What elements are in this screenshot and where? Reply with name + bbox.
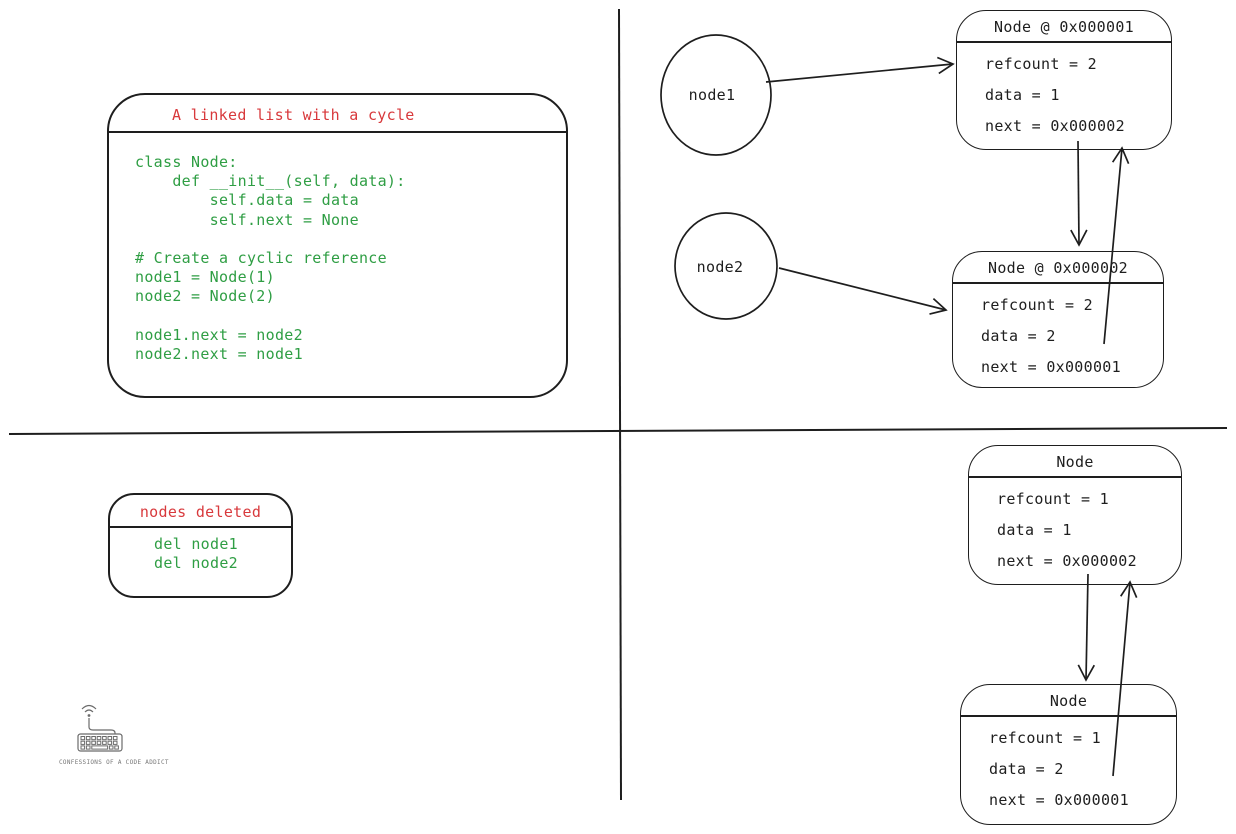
deleted-card: nodes deleted del node1 del node2 — [108, 493, 293, 598]
code-line: class Node: — [135, 153, 238, 171]
next-field: next = 0x000001 — [981, 358, 1121, 376]
data-field: data = 1 — [997, 521, 1072, 539]
data-field: data = 2 — [981, 327, 1056, 345]
code-line — [135, 230, 566, 249]
heap-node-fields: refcount = 2 data = 1 next = 0x000002 — [957, 43, 1171, 135]
node1-label: node1 — [688, 86, 736, 104]
node2-label: node2 — [696, 258, 744, 276]
code-line: self.next = None — [135, 210, 359, 229]
heap-node-title: Node @ 0x000001 — [957, 11, 1171, 43]
refcount-field: refcount = 1 — [989, 729, 1101, 747]
vertical-divider — [618, 8, 622, 801]
heap-node-fields: refcount = 2 data = 2 next = 0x000001 — [953, 284, 1163, 376]
arrow-node1-to-heap1 — [765, 56, 955, 83]
code-line: node1.next = node2 — [135, 325, 303, 344]
code-card: A linked list with a cycle class Node: d… — [107, 93, 568, 398]
del-line: del node2 — [154, 554, 238, 573]
refcount-field: refcount = 2 — [981, 296, 1093, 314]
code-line: # Create a cyclic reference — [135, 248, 387, 267]
refcount-field: refcount = 2 — [985, 55, 1097, 73]
next-field: next = 0x000002 — [997, 552, 1137, 570]
heap-node-title: Node @ 0x000002 — [953, 252, 1163, 284]
heap-node-0x000002: Node @ 0x000002 refcount = 2 data = 2 ne… — [952, 251, 1164, 388]
logo-caption: CONFESSIONS OF A CODE ADDICT — [59, 759, 169, 766]
heap-node-fields: refcount = 1 data = 1 next = 0x000002 — [969, 478, 1181, 570]
code-line: def __init__(self, data): — [135, 172, 406, 191]
next-field: next = 0x000002 — [985, 117, 1125, 135]
code-card-body: class Node: def __init__(self, data): se… — [109, 133, 566, 364]
leaked-node-1: Node refcount = 1 data = 1 next = 0x0000… — [968, 445, 1182, 585]
heap-node-0x000001: Node @ 0x000001 refcount = 2 data = 1 ne… — [956, 10, 1172, 150]
arrow-heap1-next-to-heap2 — [1070, 140, 1088, 247]
code-card-title: A linked list with a cycle — [109, 95, 566, 133]
deleted-card-title: nodes deleted — [110, 495, 291, 528]
data-field: data = 2 — [989, 760, 1064, 778]
deleted-card-body: del node1 del node2 — [110, 528, 291, 573]
arrow-heap3-next-to-heap4 — [1077, 573, 1096, 682]
refcount-field: refcount = 1 — [997, 490, 1109, 508]
code-line: node2 = Node(2) — [135, 287, 275, 306]
code-line: node2.next = node1 — [135, 344, 303, 363]
heap-node-title: Node — [969, 446, 1181, 478]
heap-node-title: Node — [961, 685, 1176, 717]
del-line: del node1 — [154, 535, 238, 553]
code-line: self.data = data — [135, 191, 359, 210]
brand-logo: CONFESSIONS OF A CODE ADDICT — [50, 700, 170, 767]
data-field: data = 1 — [985, 86, 1060, 104]
heap-node-fields: refcount = 1 data = 2 next = 0x000001 — [961, 717, 1176, 809]
arrow-node2-to-heap2 — [778, 267, 948, 315]
code-line — [135, 307, 566, 326]
next-field: next = 0x000001 — [989, 791, 1129, 809]
horizontal-divider — [8, 427, 1228, 435]
leaked-node-2: Node refcount = 1 data = 2 next = 0x0000… — [960, 684, 1177, 825]
keyboard-antenna-icon — [77, 704, 123, 752]
code-line: node1 = Node(1) — [135, 268, 275, 287]
